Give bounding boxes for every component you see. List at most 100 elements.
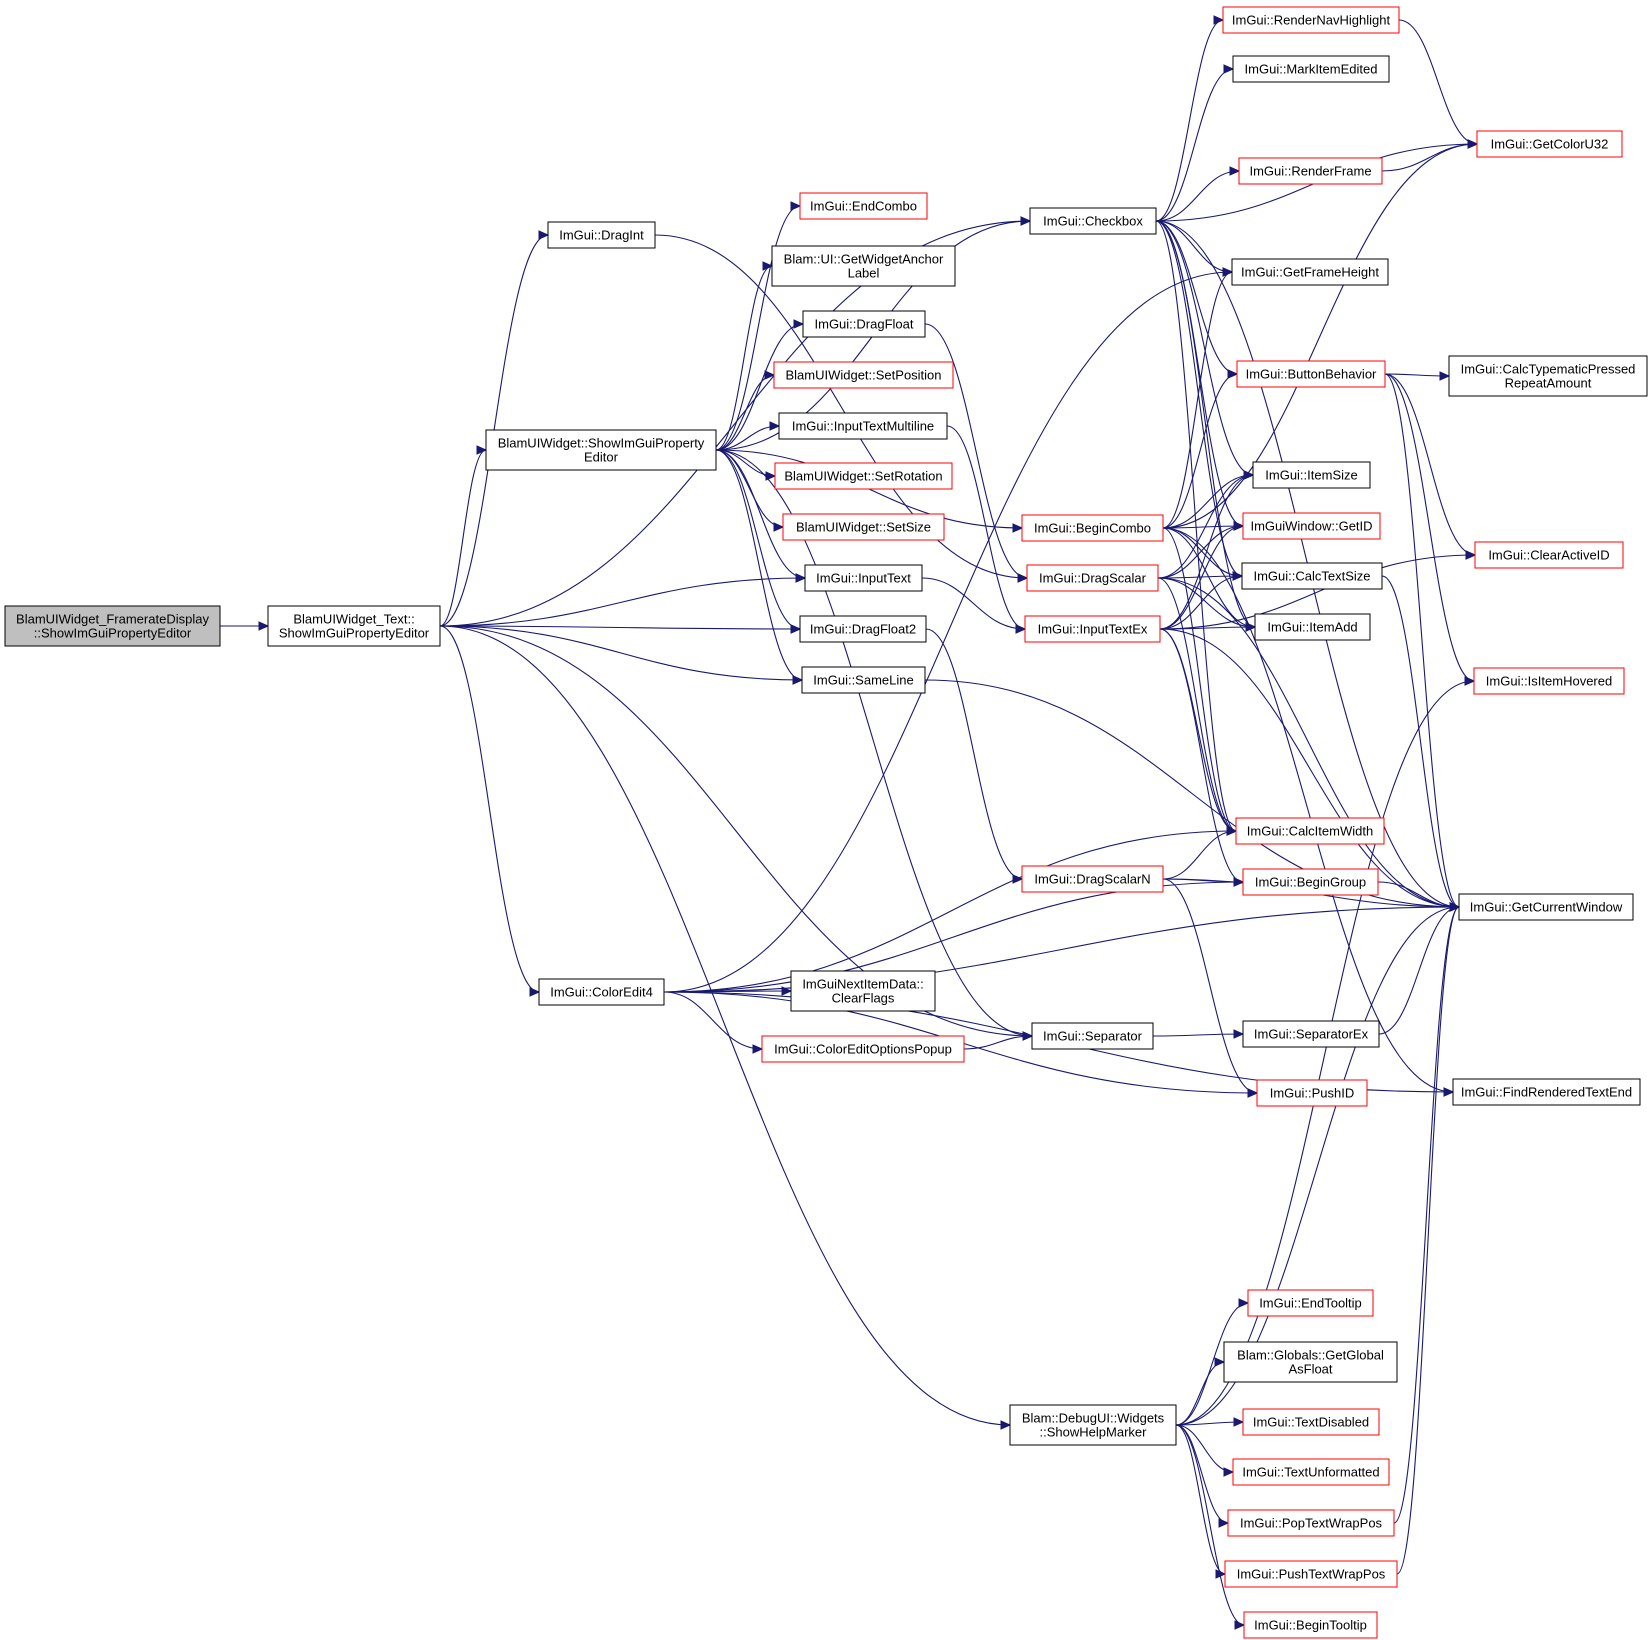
node-itemadd[interactable]: ImGui::ItemAdd <box>1254 613 1371 641</box>
node-box-getid <box>1242 512 1381 540</box>
node-separator[interactable]: ImGui::Separator <box>1031 1022 1154 1050</box>
node-itemsize[interactable]: ImGui::ItemSize <box>1252 461 1371 489</box>
edge-dragscalar-to-calctextsize <box>1157 575 1243 579</box>
arrowhead-text-show-to-widget-show <box>476 445 488 455</box>
node-label-showhelp: Blam::DebugUI::Widgets <box>1022 1411 1165 1426</box>
node-label-nextitemdata: ClearFlags <box>832 991 895 1006</box>
edge-inputtext-to-inputtextex <box>921 577 1026 630</box>
edge-widget-show-to-dragfloat2 <box>715 449 801 630</box>
node-endcombo[interactable]: ImGui::EndCombo <box>799 192 928 220</box>
node-widget-show[interactable]: BlamUIWidget::ShowImGuiPropertyEditor <box>485 429 717 471</box>
node-calctextsize[interactable]: ImGui::CalcTextSize <box>1241 562 1383 590</box>
node-label-setposition: BlamUIWidget::SetPosition <box>785 368 941 383</box>
node-box-dragscalar <box>1026 564 1159 592</box>
node-markitemedited[interactable]: ImGui::MarkItemEdited <box>1232 55 1390 83</box>
node-checkbox[interactable]: ImGui::Checkbox <box>1029 207 1157 235</box>
node-showhelp[interactable]: Blam::DebugUI::Widgets::ShowHelpMarker <box>1009 1404 1177 1446</box>
node-box-getcoloru32 <box>1476 130 1623 158</box>
node-getid[interactable]: ImGuiWindow::GetID <box>1242 512 1381 540</box>
node-dragscalarn[interactable]: ImGui::DragScalarN <box>1021 865 1164 893</box>
edge-checkbox-to-markitemedited <box>1155 68 1234 222</box>
node-label-isitemhovered: ImGui::IsItemHovered <box>1486 674 1612 689</box>
arrowhead-dragfloat-to-dragscalar <box>1017 573 1029 583</box>
node-box-separatorex <box>1242 1020 1380 1048</box>
edge-dragfloat-to-dragscalar <box>924 323 1028 579</box>
node-coloredit4[interactable]: ImGui::ColorEdit4 <box>538 978 665 1006</box>
edge-checkbox-to-calcitemwidth <box>1155 220 1237 832</box>
edge-begincombo-to-itemadd <box>1162 527 1256 628</box>
node-renderframe[interactable]: ImGui::RenderFrame <box>1238 157 1383 185</box>
node-root[interactable]: BlamUIWidget_FramerateDisplay::ShowImGui… <box>4 605 221 647</box>
node-buttonbehavior[interactable]: ImGui::ButtonBehavior <box>1236 360 1386 388</box>
node-clearactiveid[interactable]: ImGui::ClearActiveID <box>1474 541 1624 569</box>
node-inputtextex[interactable]: ImGui::InputTextEx <box>1024 615 1161 643</box>
node-box-getglobal <box>1223 1341 1398 1383</box>
edge-dragscalar-to-itemadd <box>1157 577 1256 628</box>
arrowhead-dragscalarn-to-calcitemwidth <box>1226 826 1238 836</box>
node-pushid[interactable]: ImGui::PushID <box>1256 1079 1368 1107</box>
node-dragfloat2[interactable]: ImGui::DragFloat2 <box>799 615 927 643</box>
arrowhead-inputtextex-to-itemadd <box>1245 622 1257 632</box>
node-nextitemdata[interactable]: ImGuiNextItemData::ClearFlags <box>790 970 936 1012</box>
edge-inputtextex-to-calcitemwidth <box>1159 628 1237 832</box>
arrowhead-widget-show-to-setsize <box>773 522 785 532</box>
edge-showhelp-to-getcurrentwindow <box>1175 906 1460 1426</box>
node-separatorex[interactable]: ImGui::SeparatorEx <box>1242 1020 1380 1048</box>
node-begintooltip[interactable]: ImGui::BeginTooltip <box>1243 1611 1378 1639</box>
node-dragscalar[interactable]: ImGui::DragScalar <box>1026 564 1159 592</box>
node-inputtext[interactable]: ImGui::InputText <box>804 564 923 592</box>
edge-checkbox-to-calctextsize <box>1155 220 1243 577</box>
arrowhead-begincombo-to-buttonbehavior <box>1227 369 1239 379</box>
edge-showhelp-to-textunformatted <box>1175 1424 1234 1473</box>
node-inputtextmulti[interactable]: ImGui::InputTextMultiline <box>778 412 948 440</box>
node-label-widget-show: Editor <box>584 450 619 465</box>
node-setsize[interactable]: BlamUIWidget::SetSize <box>782 513 945 541</box>
node-dragint[interactable]: ImGui::DragInt <box>547 221 656 249</box>
node-pushtextwrap[interactable]: ImGui::PushTextWrapPos <box>1224 1560 1398 1588</box>
node-dragfloat[interactable]: ImGui::DragFloat <box>802 310 926 338</box>
node-getframeheight[interactable]: ImGui::GetFrameHeight <box>1231 258 1389 286</box>
node-label-endcombo: ImGui::EndCombo <box>810 199 917 214</box>
edge-begincombo-to-getframeheight <box>1162 271 1233 529</box>
edge-text-show-to-checkbox <box>439 220 1031 627</box>
node-coloreditopts[interactable]: ImGui::ColorEditOptionsPopup <box>761 1035 965 1063</box>
node-box-endcombo <box>799 192 928 220</box>
node-setrotation[interactable]: BlamUIWidget::SetRotation <box>774 462 953 490</box>
edge-checkbox-to-getframeheight <box>1155 220 1233 273</box>
node-calcitemwidth[interactable]: ImGui::CalcItemWidth <box>1235 817 1385 845</box>
edge-inputtextex-to-calctextsize <box>1159 575 1243 630</box>
arrowhead-widget-show-to-dragfloat <box>793 319 805 329</box>
edge-begincombo-to-getcoloru32 <box>1162 143 1478 529</box>
edge-coloredit4-to-calcitemwidth <box>663 830 1237 993</box>
node-label-dragscalarn: ImGui::DragScalarN <box>1034 872 1150 887</box>
node-begincombo[interactable]: ImGui::BeginCombo <box>1021 514 1164 542</box>
arrowhead-showhelp-to-textdisabled <box>1233 1417 1245 1427</box>
node-setposition[interactable]: BlamUIWidget::SetPosition <box>773 361 954 389</box>
node-rendernav[interactable]: ImGui::RenderNavHighlight <box>1222 6 1400 34</box>
edge-dragscalarn-to-pushid <box>1162 878 1258 1094</box>
node-isitemhovered[interactable]: ImGui::IsItemHovered <box>1473 667 1625 695</box>
node-text-show[interactable]: BlamUIWidget_Text::ShowImGuiPropertyEdit… <box>267 605 441 647</box>
node-textdisabled[interactable]: ImGui::TextDisabled <box>1242 1408 1380 1436</box>
arrowhead-showhelp-to-endtooltip <box>1238 1298 1250 1308</box>
node-sameline[interactable]: ImGui::SameLine <box>801 666 926 694</box>
node-label-dragfloat: ImGui::DragFloat <box>815 317 914 332</box>
node-begingroup[interactable]: ImGui::BeginGroup <box>1242 868 1379 896</box>
node-textunformatted[interactable]: ImGui::TextUnformatted <box>1232 1458 1390 1486</box>
node-poptextwrap[interactable]: ImGui::PopTextWrapPos <box>1227 1509 1395 1537</box>
node-getcoloru32[interactable]: ImGui::GetColorU32 <box>1476 130 1623 158</box>
edge-text-show-to-showhelp <box>439 625 1011 1426</box>
node-box-calctextsize <box>1241 562 1383 590</box>
node-getcurrentwindow[interactable]: ImGui::GetCurrentWindow <box>1458 893 1634 921</box>
arrowhead-begincombo-to-findrendered <box>1443 1087 1455 1097</box>
node-label-poptextwrap: ImGui::PopTextWrapPos <box>1240 1516 1383 1531</box>
node-box-textdisabled <box>1242 1408 1380 1436</box>
node-endtooltip[interactable]: ImGui::EndTooltip <box>1247 1289 1374 1317</box>
node-findrendered[interactable]: ImGui::FindRenderedTextEnd <box>1452 1078 1641 1106</box>
node-box-begintooltip <box>1243 1611 1378 1639</box>
node-box-text-show <box>267 605 441 647</box>
node-box-inputtext <box>804 564 923 592</box>
